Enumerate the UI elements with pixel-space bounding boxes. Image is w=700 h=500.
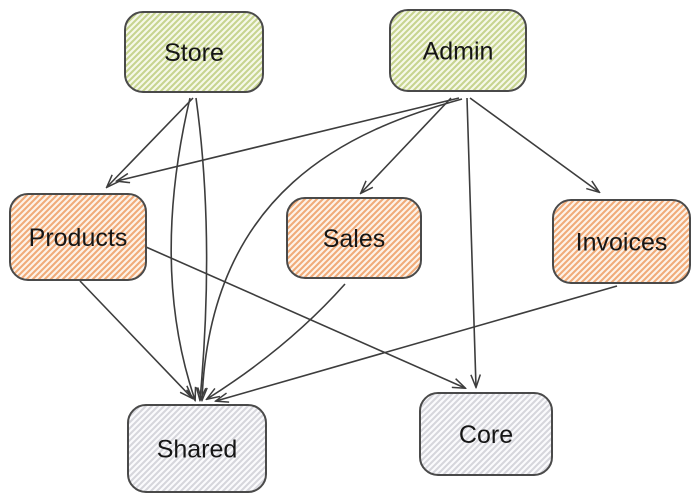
- node-core-box[interactable]: [419, 392, 553, 476]
- edge-products-core: [145, 246, 465, 388]
- node-products[interactable]: Products: [9, 193, 147, 281]
- node-admin-label: Admin: [423, 38, 494, 66]
- node-invoices-label: Invoices: [576, 229, 668, 257]
- node-products-label: Products: [29, 224, 128, 252]
- edges-layer: [79, 97, 618, 401]
- edge-admin-core: [466, 97, 476, 387]
- node-sales-box[interactable]: [286, 197, 422, 279]
- node-store[interactable]: Store: [124, 11, 264, 93]
- node-shared[interactable]: Shared: [127, 404, 267, 493]
- node-core-label: Core: [459, 421, 513, 449]
- edge-store-shared: [195, 97, 208, 400]
- node-admin[interactable]: Admin: [389, 9, 527, 92]
- node-store-label: Store: [164, 39, 224, 67]
- node-shared-label: Shared: [157, 436, 238, 464]
- node-invoices[interactable]: Invoices: [552, 199, 691, 284]
- edge-products-shared: [79, 280, 192, 398]
- edge-admin-sales: [361, 97, 452, 193]
- edge-admin-invoices: [469, 97, 599, 192]
- node-invoices-box[interactable]: [552, 199, 691, 284]
- node-products-box[interactable]: [9, 193, 147, 281]
- node-core[interactable]: Core: [419, 392, 553, 476]
- node-store-box[interactable]: [124, 11, 264, 93]
- edge-admin-products: [117, 97, 460, 181]
- edge-store-shared: [170, 97, 195, 400]
- node-admin-box[interactable]: [389, 9, 527, 92]
- node-sales[interactable]: Sales: [286, 197, 422, 279]
- edge-sales-shared: [207, 283, 346, 399]
- edge-store-products: [107, 97, 194, 187]
- node-shared-box[interactable]: [127, 404, 267, 493]
- node-sales-label: Sales: [323, 225, 386, 253]
- edge-invoices-shared: [216, 285, 618, 401]
- edge-admin-shared: [202, 98, 463, 400]
